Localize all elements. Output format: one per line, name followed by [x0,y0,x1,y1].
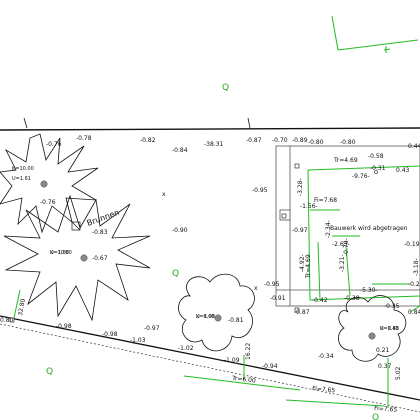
spot-height-label: -0.91 [270,295,286,302]
building-dimension-label: Tr=4.69 [333,157,358,164]
building-dimension-label: Fi=7.68 [314,197,337,204]
tree-girth-label: U=1.88 [50,250,69,256]
spot-height-label: -0.58 [368,153,384,160]
survey-points [9,163,378,323]
tree-round-2 [338,295,407,362]
spot-height-label: 0.84 [408,309,420,316]
spot-height-label: -0.80 [308,139,324,146]
spot-height-label: -1.03 [130,337,146,344]
grid-mark-label: Q [172,269,179,279]
spot-height-label: -0.67 [92,255,108,262]
building-dimension-label: -3.28- [297,178,304,196]
spot-height-label: -0.95 [252,187,268,194]
spot-height-label: -0.78 [76,135,92,142]
tree-labels: U=1.61K=10.00U=1.88K=10.00BrunnenU=1.08K… [12,166,399,332]
boundary-dimension-label: Tr=6.00 [231,375,256,385]
spot-height-label: -0.76 [46,141,62,148]
building-dimension-label: -3.18- [413,258,420,276]
building-dimensions: -9.76- Tr=4.69 -1.56-Fi=7.68 -2.63- -5.30- -3… [297,157,420,294]
spot-height-label: 0.37 [378,363,392,370]
boundary-dimension-label: Fi=7.65 [374,405,398,414]
spot-height-label: 0.21 [376,347,390,354]
building-dimension-label: -2.63- [332,241,350,248]
property-boundary [0,117,420,413]
tree-spiky-2 [3,194,151,322]
spot-height-label: -0.19 [404,241,420,248]
spot-height-label: -0.80 [340,139,356,146]
tree-crown-label: K=8.00 [196,314,215,320]
tree-markers [40,180,376,340]
tree-crown-label: K=10.00 [50,250,72,256]
boundary-dimension-label: 32.80 [17,298,27,316]
building-dimension-label: -3.21- [339,254,346,272]
building-dimension-label: -0.70- [343,238,350,256]
spot-height-label: 0.44 [408,143,420,150]
spot-height-label: -0.76 [40,199,56,206]
building-dimension-lines [307,165,420,301]
spot-height-label: -0.94 [262,363,278,370]
spot-height-label: -0.42 [312,297,328,304]
spot-height-label: -0.98 [56,323,72,330]
spot-height-label: -0.21 [408,281,420,288]
spot-height-label: -0.34 [318,353,334,360]
spot-height-label: -38.31 [204,141,224,148]
well-symbol [71,221,81,231]
boundary-dimension-label: 0.80 [0,317,14,324]
spot-height-label: -0.95 [264,281,280,288]
boundary-dimension-label: 5.02 [395,366,402,380]
tree-girth-label: U=1.61 [12,176,31,182]
spot-height-label: -0.84 [172,147,188,154]
tree-crown-label: K=10.00 [12,166,34,172]
grid-mark-label: Q [222,83,229,93]
tree-round-1 [178,273,255,352]
boundary-dimension-label: Fi=7.65 [312,385,336,394]
spot-height-label: 0.43 [396,167,410,174]
spot-height-label: -0.90 [172,227,188,234]
tree-girth-label: U=1.08 [196,314,215,320]
grid-mark-label: Q [46,367,53,377]
spot-height-label: -0.97 [144,325,160,332]
spot-height-label: -0.38 [344,295,360,302]
tree-spiky-1 [0,133,99,234]
spot-height-label: -0.83 [92,229,108,236]
cross-mark-label: x [254,285,258,292]
spot-height-label: -0.70 [272,137,288,144]
building-note: Bauwerk wird abgetragen [330,225,408,232]
spot-height-label: -0.89 [292,137,308,144]
spot-height-label: -0.97 [292,227,308,234]
grid-marks: Q Q Q Q [46,83,379,420]
grid-mark-label: Q [372,413,379,420]
spot-height-label: -0.87 [294,309,310,316]
spot-height-label: -1.02 [178,345,194,352]
cross-mark-label: x [162,191,166,198]
spot-heights: -0.76-0.78-0.82-0.84-38.31-0.87-0.70-0.8… [40,135,420,370]
spot-height-label: -0.81 [228,317,244,324]
tree-girth-label: U=0.88 [380,326,399,332]
boundary-dimension-label: 16.22 [245,343,252,360]
spot-height-label: -0.82 [140,137,156,144]
tree-name-label: Brunnen [86,208,121,228]
building-dimension-label: -4.92- [299,254,306,272]
cross-marks: xx [162,191,258,292]
tree-crown-label: K=1.43 [380,326,399,332]
spot-height-label: -1.09 [224,357,240,364]
survey-corner-mark [331,15,419,53]
building-dimension-label: -5.30- [360,287,378,294]
spot-height-label: -0.98 [102,331,118,338]
building-dimension-label: -9.76- [352,173,370,180]
building-dimension-label: Tr=4.69 [305,254,312,279]
boundary-dimension-lines [13,289,420,408]
spot-height-label: -0.31 [370,165,386,172]
building-dimension-label: -1.56- [300,203,318,210]
spot-height-label: -0.87 [246,137,262,144]
building-dimension-label: -2.34- [325,220,332,238]
spot-height-label: -0.35 [384,303,400,310]
